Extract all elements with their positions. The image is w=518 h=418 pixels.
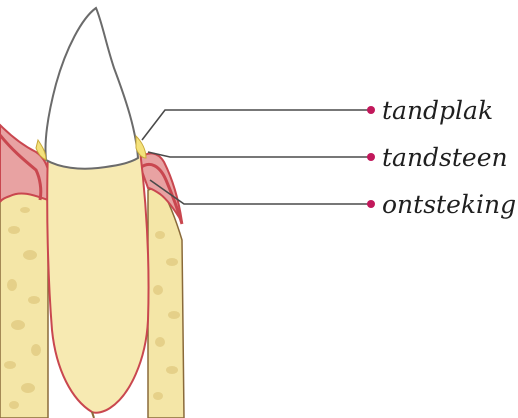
tooth-root: [47, 150, 148, 413]
leader-tartar: [148, 152, 370, 157]
label-dots: [367, 106, 375, 208]
label-inflammation: ontsteking: [382, 190, 516, 219]
tooth-crown: [45, 8, 138, 169]
dot-tartar: [367, 153, 375, 161]
label-plaque: tandplak: [382, 96, 493, 125]
label-tartar: tandsteen: [382, 143, 508, 172]
bone-right: [148, 186, 184, 418]
dot-inflammation: [367, 200, 375, 208]
leader-plaque: [142, 110, 370, 140]
dot-plaque: [367, 106, 375, 114]
leader-lines: [142, 110, 370, 204]
leader-inflammation: [150, 180, 370, 204]
